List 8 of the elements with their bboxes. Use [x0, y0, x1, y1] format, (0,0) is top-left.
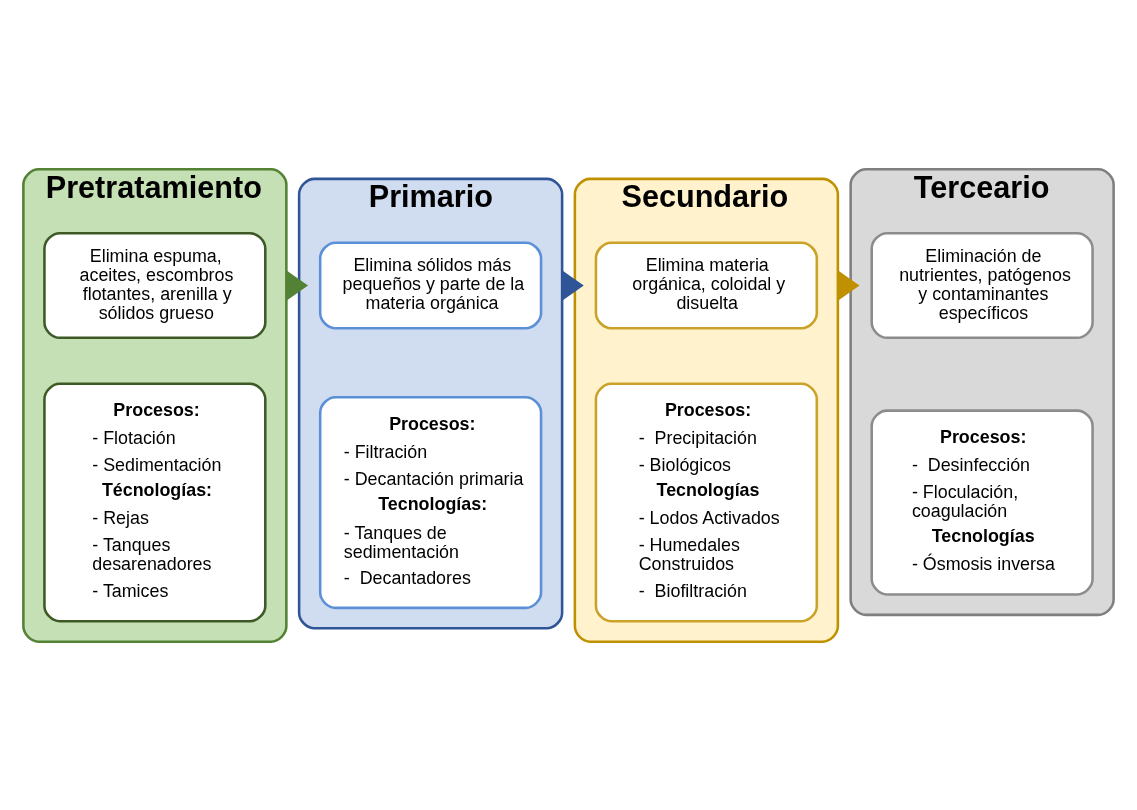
node-box: Procesos: - Precipitación - Biológicos Tecnologías - Lodos Activados - Humedales Construidos - Biofiltración — [594, 382, 819, 623]
node-box: Procesos: - Filtración - Decantación primaria Tecnologías: - Tanques de sedimentación - Decantadores — [318, 395, 543, 609]
node-box: Elimina materia orgánica, coloidal y disuelta — [594, 240, 819, 330]
node-box: Elimina sólidos más pequeños y parte de la materia orgánica — [318, 240, 543, 330]
node-box: Elimina espuma, aceites, escombros flotantes, arenilla y sólidos grueso — [43, 231, 267, 339]
node-box: Procesos: - Desinfección - Floculación, coagulación Tecnologías - Ósmosis inversa — [870, 408, 1094, 596]
node-box: Eliminación de nutrientes, patógenos y contaminantes específicos — [870, 231, 1094, 339]
node-box: Procesos: - Flotación - Sedimentación Técnologías: - Rejas - Tanques desarenadores - Tamices — [43, 382, 267, 623]
